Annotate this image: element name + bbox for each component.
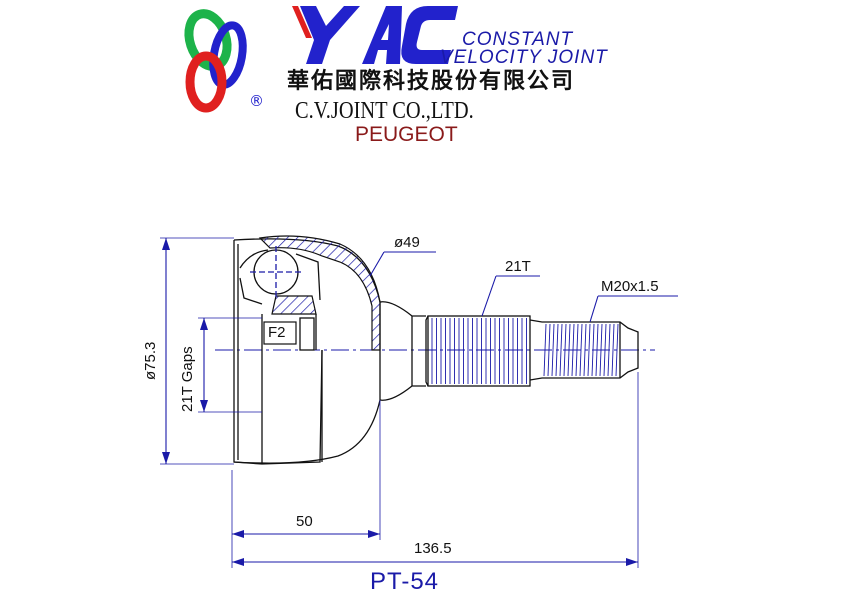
dim-inner-gaps: [198, 317, 262, 413]
logo-ring-red: [185, 51, 227, 113]
company-name-english: C.V.JOINT CO.,LTD.: [295, 98, 474, 124]
spline-teeth: [431, 318, 527, 384]
stem-neck: [379, 301, 426, 401]
thread-label: M20x1.5: [601, 278, 659, 295]
spline-shaft: [425, 315, 531, 387]
dim-thread-leader: [589, 295, 678, 323]
thread-line: [571, 323, 575, 377]
thread-line: [583, 323, 587, 377]
thread-lines: [543, 323, 619, 377]
tagline-line-1: CONSTANT: [462, 29, 574, 50]
inner-gaps-label: 21T Gaps: [179, 346, 196, 412]
thread-line: [579, 323, 583, 377]
thread-line: [599, 323, 603, 377]
thread-line: [563, 323, 567, 377]
brand-wordmark: [292, 6, 458, 64]
company-logo: [184, 9, 247, 113]
company-name-chinese: 華佑國際科技股份有限公司: [287, 68, 576, 94]
thread-line: [551, 323, 555, 377]
part-number: PT-54: [370, 568, 440, 595]
outer-diameter-label: ø75.3: [142, 341, 159, 380]
dim-bell-diameter-leader: [369, 251, 436, 277]
tagline-line-2: VELOCITY JOINT: [440, 47, 608, 68]
feature-label-box: [263, 321, 297, 345]
bell-diameter-label: ø49: [394, 234, 420, 251]
thread-line: [567, 323, 571, 377]
spline-label: 21T: [505, 258, 531, 275]
trademark-symbol: ®: [249, 92, 264, 110]
overall-length-label: 136.5: [414, 540, 452, 557]
thread-line: [555, 323, 559, 377]
thread-line: [587, 323, 591, 377]
thread-line: [603, 323, 607, 377]
thread-line: [559, 323, 563, 377]
threaded-end: [529, 319, 639, 381]
thread-line: [615, 323, 619, 377]
thread-line: [591, 323, 595, 377]
thread-line: [607, 323, 611, 377]
dim-bore-length: [231, 400, 381, 568]
housing-section-hatch: [258, 235, 381, 351]
thread-line: [575, 323, 579, 377]
dim-spline-leader: [481, 275, 540, 317]
feature-label: F2: [268, 324, 286, 341]
dim-outer-diameter: [160, 237, 234, 465]
vehicle-make: PEUGEOT: [355, 123, 458, 146]
thread-line: [543, 323, 547, 377]
thread-line: [595, 323, 599, 377]
thread-line: [547, 323, 551, 377]
ball-and-cage: [239, 246, 321, 351]
housing-inner-hatch: [271, 295, 317, 315]
bore-length-label: 50: [296, 513, 313, 530]
thread-line: [611, 323, 615, 377]
dim-overall-length: [232, 372, 639, 568]
